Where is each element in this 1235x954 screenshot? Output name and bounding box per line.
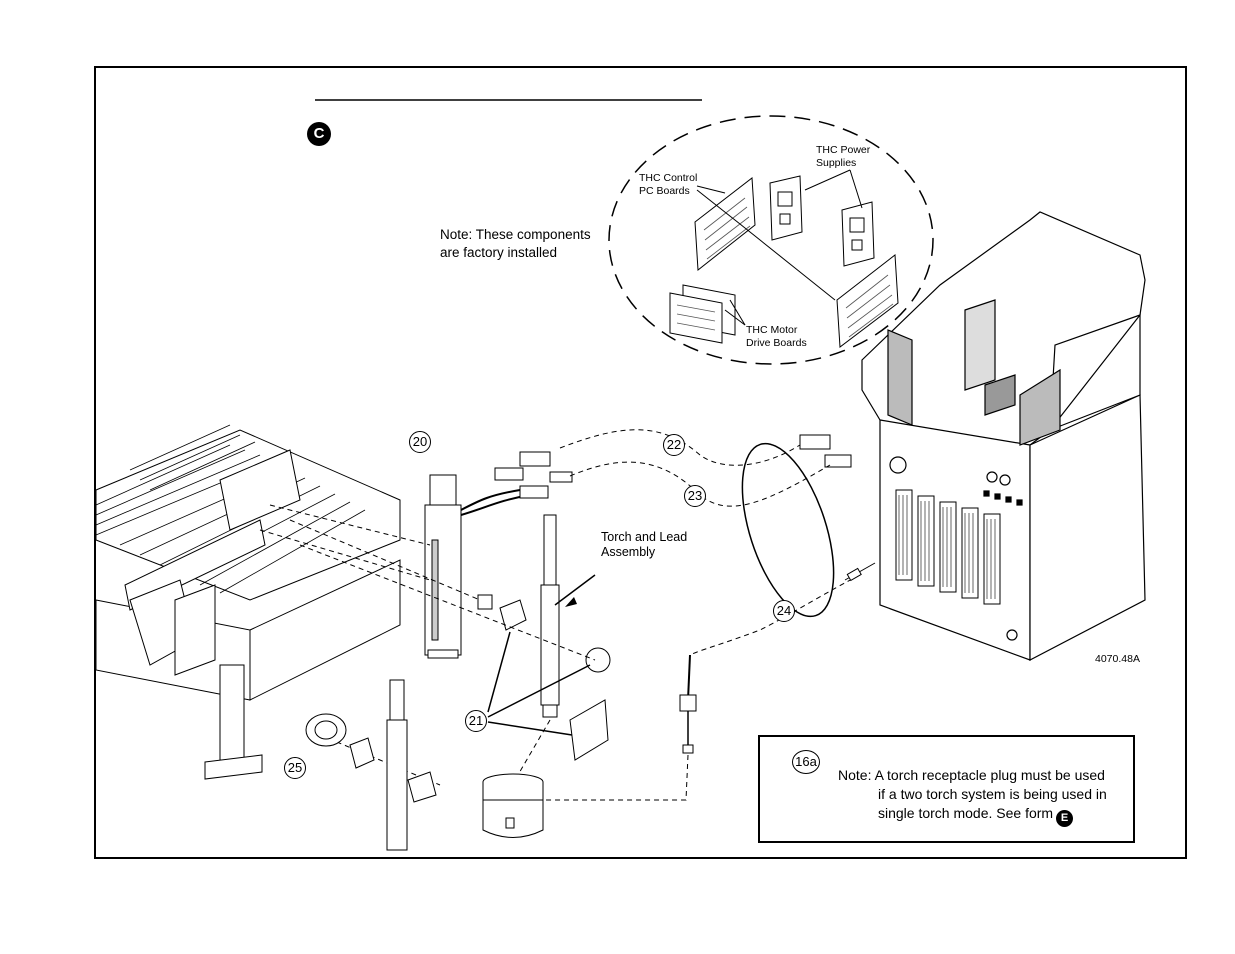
lead-22 <box>559 429 801 466</box>
cutting-table <box>95 424 401 780</box>
callout-16a: 16a <box>792 750 820 774</box>
thc-control-label: THC Control PC Boards <box>639 172 697 198</box>
power-supply-cabinet <box>861 211 1146 661</box>
component-leaders <box>696 169 863 326</box>
callout-21: 21 <box>465 710 487 732</box>
factory-note: Note: These components are factory insta… <box>440 226 591 262</box>
lifter-connectors <box>494 434 852 499</box>
torch-lead-label-line1: Torch and Lead <box>601 530 688 544</box>
callout-25: 25 <box>284 757 306 779</box>
torch-assembly <box>540 514 560 718</box>
lead-coil <box>741 442 835 618</box>
thc-control-pc-board-2 <box>836 254 899 348</box>
lifter-cable <box>460 489 521 511</box>
thc-power-supply-1 <box>769 175 803 241</box>
ground-connector <box>844 562 876 582</box>
factory-components-ellipse <box>608 115 934 365</box>
torch-lead-label-line2: Assembly <box>601 545 656 559</box>
mount-leaders <box>487 631 591 736</box>
thc-control-pc-board-1 <box>694 177 756 271</box>
form-badge-e: E <box>1056 810 1074 827</box>
lead-23 <box>569 461 831 507</box>
torch-note-line2: if a two torch system is being used in <box>878 786 1107 802</box>
torch-plug-note-box: 16a Note: A torch receptacle plug must b… <box>758 735 1135 843</box>
thc-motor-label: THC Motor Drive Boards <box>746 324 807 350</box>
thc-power-label-line2: Supplies <box>816 157 857 169</box>
section-badge-c: C <box>307 122 331 146</box>
torch-mount-parts <box>477 594 611 761</box>
factory-note-line2: are factory installed <box>440 245 558 260</box>
quick-disconnect-25 <box>305 713 437 803</box>
spare-torch <box>386 679 408 851</box>
torch-note-line3: single torch mode. See form <box>878 805 1054 821</box>
lead-24 <box>689 574 861 656</box>
torch-lead-label: Torch and Lead Assembly <box>601 530 687 560</box>
thc-motor-drive-board <box>669 284 736 344</box>
thc-control-label-line2: PC Boards <box>639 185 690 197</box>
thc-power-label-line1: THC Power <box>816 144 871 156</box>
thc-motor-label-line1: THC Motor <box>746 324 798 336</box>
torch-note-line1: Note: A torch receptacle plug must be us… <box>838 767 1105 783</box>
callout-20: 20 <box>409 431 431 453</box>
thc-motor-label-line2: Drive Boards <box>746 337 807 349</box>
figure-frame <box>94 66 1187 859</box>
callout-23: 23 <box>684 485 706 507</box>
torch-receptacle <box>482 773 544 838</box>
torch-height-lifter <box>424 474 462 659</box>
callout-24: 24 <box>773 600 795 622</box>
factory-note-line1: Note: These components <box>440 227 591 242</box>
figure-number: 4070.48A <box>1095 653 1140 665</box>
callout-22: 22 <box>663 434 685 456</box>
thc-control-label-line1: THC Control <box>639 172 698 184</box>
thc-power-supply-2 <box>841 201 875 267</box>
thc-power-label: THC Power Supplies <box>816 144 870 170</box>
